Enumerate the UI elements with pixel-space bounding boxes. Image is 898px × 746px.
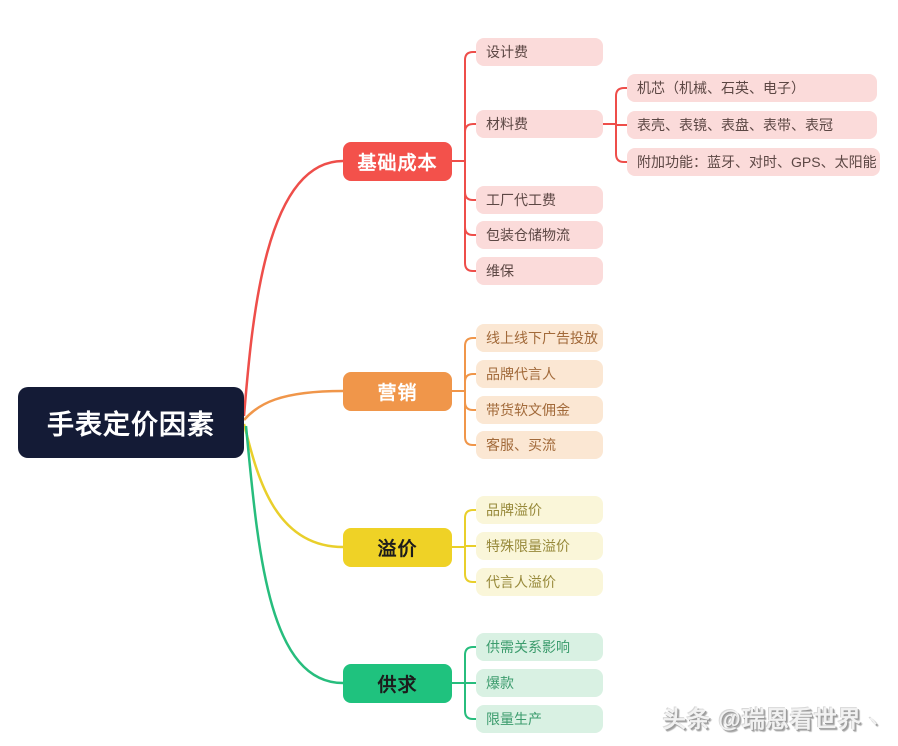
leaf-supply-demand-impact[interactable]: 供需关系影响 xyxy=(476,633,603,661)
leaf-hot-item[interactable]: 爆款 xyxy=(476,669,603,697)
subleaf-movement[interactable]: 机芯（机械、石英、电子） xyxy=(627,74,877,102)
link-root-basic-cost xyxy=(242,159,344,417)
leaf-limited-premium[interactable]: 特殊限量溢价 xyxy=(476,532,603,560)
watermark: 头条 @瑞恩看世界ヽ xyxy=(663,700,881,734)
subleaf-case-parts[interactable]: 表壳、表镜、表盘、表带、表冠 xyxy=(627,111,877,139)
link-root-supply-demand xyxy=(244,425,344,685)
links-marketing-children xyxy=(452,337,476,446)
link-root-marketing xyxy=(243,389,344,421)
subleaf-extra-functions[interactable]: 附加功能：蓝牙、对时、GPS、太阳能 xyxy=(627,148,880,176)
links-basic-cost-children xyxy=(452,51,627,272)
leaf-online-offline-ads[interactable]: 线上线下广告投放 xyxy=(476,324,603,352)
branch-marketing[interactable]: 营销 xyxy=(343,372,452,411)
link-root-premium xyxy=(242,423,344,549)
root-node[interactable]: 手表定价因素 xyxy=(18,387,244,458)
leaf-packaging-logistics[interactable]: 包装仓储物流 xyxy=(476,221,603,249)
branch-premium[interactable]: 溢价 xyxy=(343,528,452,567)
watermark-text: 头条 @瑞恩看世界 xyxy=(663,706,862,732)
links-premium-children xyxy=(452,509,476,583)
leaf-brand-premium[interactable]: 品牌溢价 xyxy=(476,496,603,524)
leaf-factory-oem-fee[interactable]: 工厂代工费 xyxy=(476,186,603,214)
leaf-customer-service-traffic[interactable]: 客服、买流 xyxy=(476,431,603,459)
leaf-limited-production[interactable]: 限量生产 xyxy=(476,705,603,733)
leaf-material-fee[interactable]: 材料费 xyxy=(476,110,603,138)
leaf-design-fee[interactable]: 设计费 xyxy=(476,38,603,66)
branch-supply-demand[interactable]: 供求 xyxy=(343,664,452,703)
leaf-maintenance[interactable]: 维保 xyxy=(476,257,603,285)
leaf-spokesperson-premium[interactable]: 代言人溢价 xyxy=(476,568,603,596)
watermark-cursor-mark: ヽ xyxy=(865,712,881,729)
branch-basic-cost[interactable]: 基础成本 xyxy=(343,142,452,181)
leaf-brand-spokesperson[interactable]: 品牌代言人 xyxy=(476,360,603,388)
links-supply-demand-children xyxy=(452,646,476,720)
leaf-commission[interactable]: 带货软文佣金 xyxy=(476,396,603,424)
